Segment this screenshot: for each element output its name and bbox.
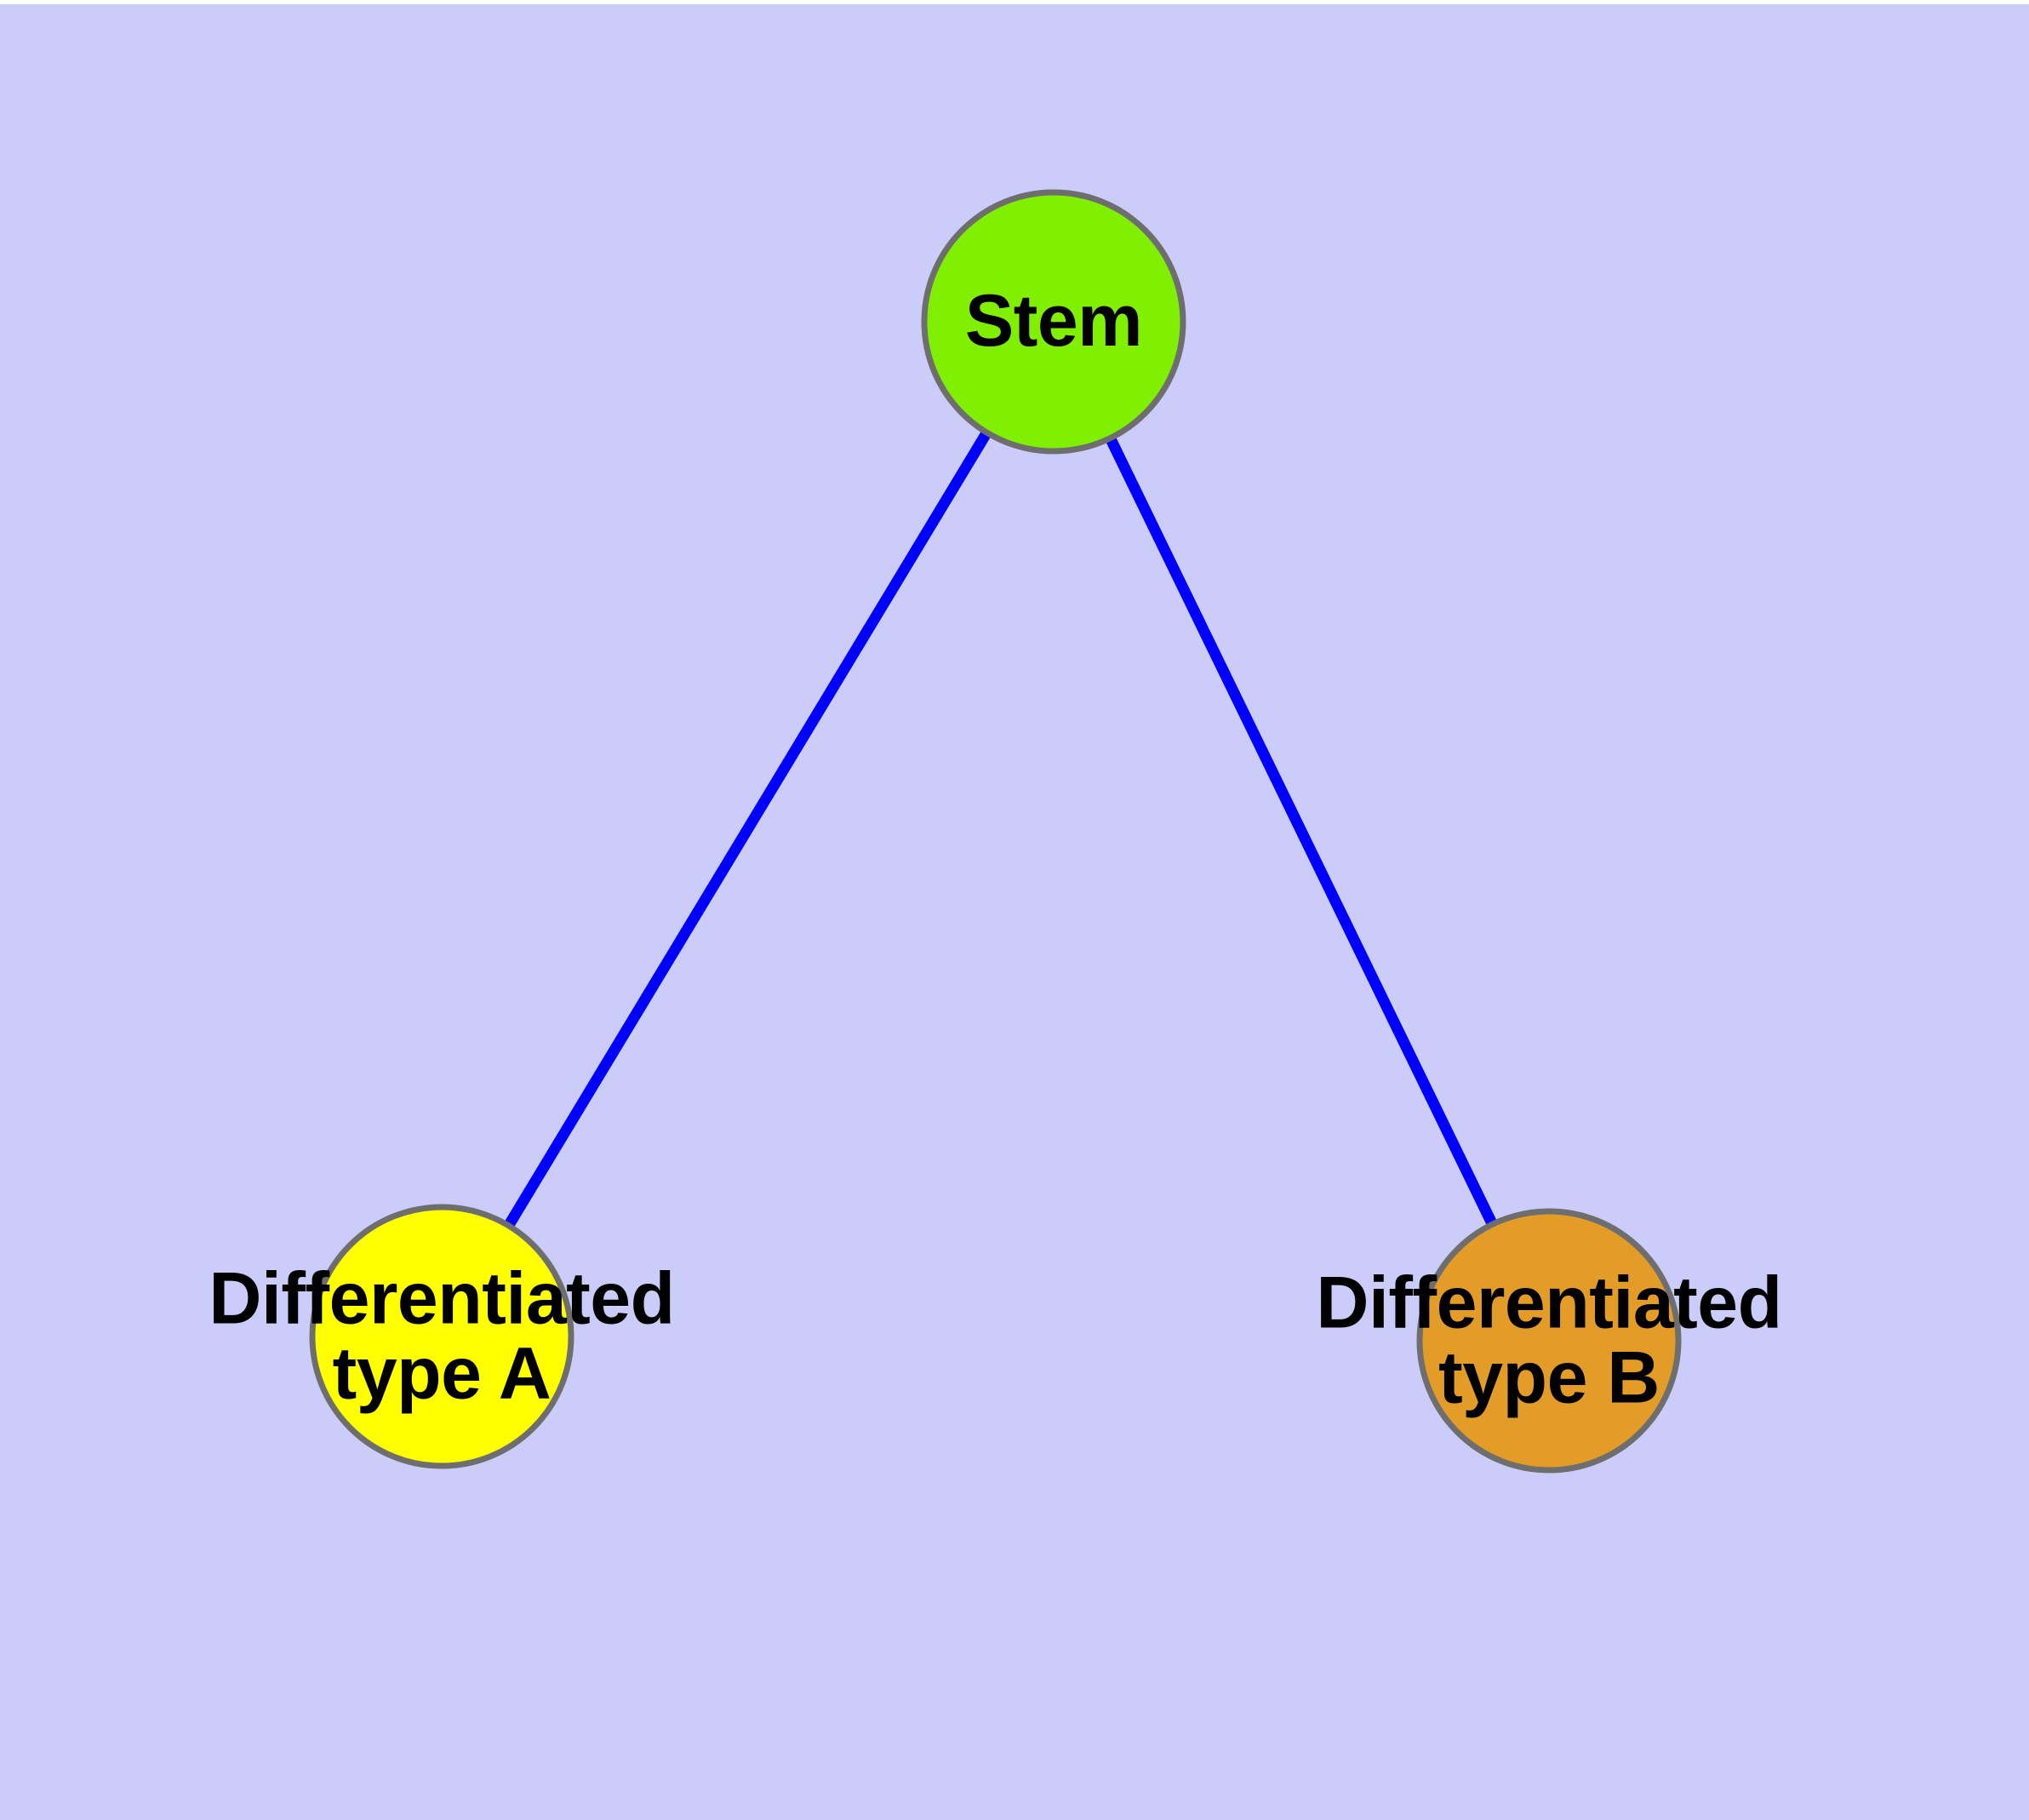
edge-stem-to-diff_a bbox=[502, 428, 993, 1230]
node-diff_b[interactable] bbox=[1416, 1208, 1682, 1474]
nodes-group bbox=[309, 189, 1682, 1474]
edge-stem-to-diff_b bbox=[1104, 434, 1499, 1228]
node-diff_a[interactable] bbox=[309, 1204, 574, 1469]
graph-svg bbox=[309, 189, 1682, 1474]
edges-group bbox=[502, 428, 1499, 1230]
node-stem[interactable] bbox=[921, 189, 1186, 455]
